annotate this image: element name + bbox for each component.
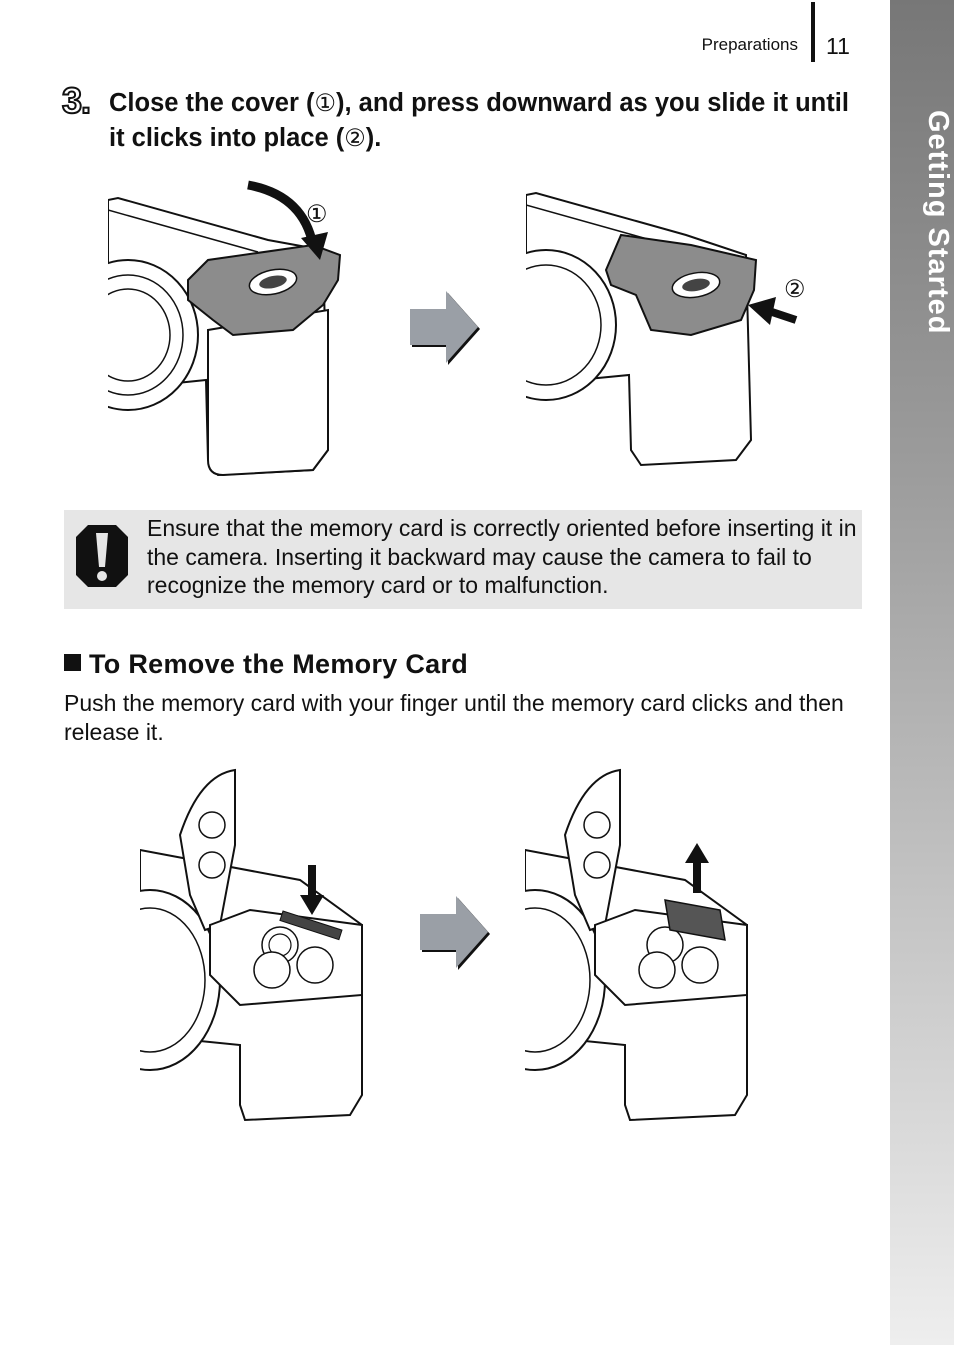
caution-exclamation-icon: [76, 525, 128, 587]
heading-square-bullet-icon: [64, 654, 81, 671]
figure-transition-arrow-bottom: [418, 896, 494, 972]
caution-notice: Ensure that the memory card is correctly…: [64, 510, 862, 609]
camera-card-ejected-illustration: [525, 768, 748, 1122]
figure-push-card: [140, 765, 370, 1125]
step-marker-two: ②: [344, 125, 366, 152]
chapter-side-tab: Getting Started: [890, 0, 954, 1345]
step-text-part3: ).: [365, 124, 382, 152]
running-header-section: Preparations: [701, 35, 798, 54]
step-instruction: Close the cover (①), and press downward …: [109, 86, 869, 156]
figure-marker-one: ①: [306, 201, 328, 228]
chapter-tab-label: Getting Started: [922, 109, 954, 335]
right-arrow-icon: [410, 291, 480, 365]
camera-card-push-illustration: [140, 768, 363, 1122]
caution-text: Ensure that the memory card is correctly…: [147, 515, 857, 598]
step-text-part2: ), and press downward as you slide it un…: [109, 89, 849, 152]
step-text-part1: Close the cover (: [109, 89, 315, 117]
camera-cover-locked-illustration: [526, 191, 798, 467]
figure-card-ejected: [525, 765, 755, 1125]
camera-cover-closing-illustration: [108, 180, 342, 477]
step-marker-one: ①: [314, 90, 336, 117]
right-arrow-icon: [420, 896, 490, 970]
header-divider: [811, 2, 815, 62]
section-heading: To Remove the Memory Card: [64, 649, 468, 680]
figure-close-cover: ①: [108, 170, 348, 482]
section-heading-text: To Remove the Memory Card: [89, 649, 469, 679]
figure-marker-two: ②: [784, 276, 806, 303]
section-body-text: Push the memory card with your finger un…: [64, 690, 844, 745]
figure-cover-locked: ②: [526, 175, 816, 470]
figure-transition-arrow-top: [408, 291, 484, 367]
step-number: 3.: [61, 79, 92, 122]
page-number: 11: [826, 33, 850, 59]
